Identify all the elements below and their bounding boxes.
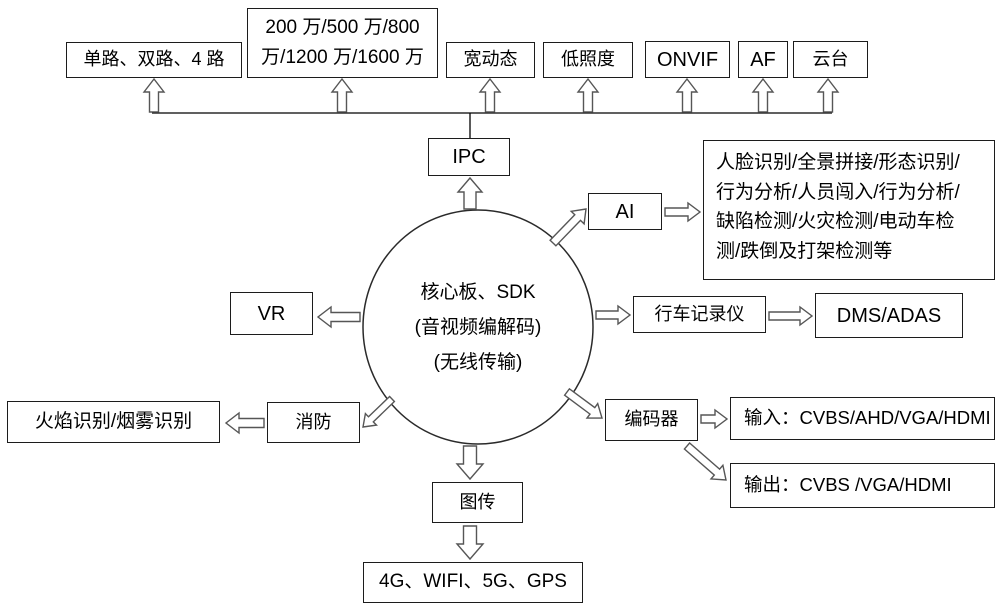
- arrow-core-to-transmission: [455, 445, 485, 481]
- node-vr: VR: [230, 292, 313, 335]
- node-encoder-input-label: 输入：CVBS/AHD/VGA/HDMI: [744, 407, 991, 429]
- node-encoder-output-label: 输出：CVBS /VGA/HDMI: [744, 474, 952, 496]
- node-ipc-label: IPC: [452, 146, 486, 168]
- arrow-bus-to-onvif: [675, 77, 699, 113]
- node-onvif-label: ONVIF: [656, 48, 719, 71]
- arrow-bus-to-channels: [142, 77, 166, 113]
- core-line2: (音视频编解码): [414, 316, 542, 338]
- core-circle: [362, 209, 594, 445]
- node-channels: 单路、双路、4 路: [66, 42, 242, 78]
- node-lowlight: 低照度: [543, 42, 633, 78]
- node-ai: AI: [588, 193, 662, 230]
- node-flame-smoke: 火焰识别/烟雾识别: [7, 401, 220, 443]
- arrow-encoder-to-input: [700, 408, 729, 430]
- node-encoder-label: 编码器: [624, 409, 679, 430]
- node-ai-detail-line3: 缺陷检测/火灾检测/电动车检: [716, 211, 955, 232]
- node-ai-detail: 人脸识别/全景拼接/形态识别/ 行为分析/人员闯入/行为分析/ 缺陷检测/火灾检…: [703, 140, 995, 280]
- arrow-bus-to-lowlight: [576, 77, 600, 113]
- arrow-bus-to-ptz: [816, 77, 840, 113]
- node-af-label: AF: [750, 48, 776, 71]
- node-transmission-label: 图传: [459, 491, 496, 512]
- node-wdr: 宽动态: [446, 42, 535, 78]
- node-connectivity-label: 4G、WIFI、5G、GPS: [379, 571, 567, 593]
- arrow-core-to-vr: [316, 305, 361, 329]
- arrow-encoder-to-output: [683, 442, 727, 481]
- arrow-transmission-to-conn: [455, 525, 485, 561]
- node-af: AF: [738, 41, 788, 78]
- node-ptz: 云台: [793, 41, 868, 78]
- arrow-core-to-ai: [549, 208, 587, 247]
- node-ipc: IPC: [428, 138, 510, 176]
- node-ai-detail-line2: 行为分析/人员闯入/行为分析/: [716, 181, 960, 203]
- node-ai-label: AI: [615, 200, 635, 223]
- node-connectivity: 4G、WIFI、5G、GPS: [363, 562, 583, 603]
- arrow-bus-to-megapixels: [330, 77, 354, 113]
- node-onvif: ONVIF: [645, 41, 730, 78]
- node-fire: 消防: [267, 402, 360, 443]
- arrow-core-to-encoder: [563, 387, 603, 419]
- node-megapixels: 200 万/500 万/800 万/1200 万/1600 万: [247, 8, 438, 78]
- arrow-fire-to-flame: [224, 411, 265, 435]
- node-ai-detail-line4: 测/跌倒及打架检测等: [716, 240, 893, 262]
- arrow-ai-to-detail: [664, 201, 702, 223]
- node-transmission: 图传: [432, 482, 523, 523]
- arrow-bus-to-wdr: [478, 77, 502, 113]
- arrow-bus-to-af: [751, 77, 775, 113]
- node-ai-detail-line1: 人脸识别/全景拼接/形态识别/: [716, 152, 960, 173]
- arrow-dashcam-to-dms: [768, 305, 814, 327]
- node-lowlight-label: 低照度: [561, 49, 615, 70]
- core-line1: 核心板、SDK: [420, 281, 536, 303]
- node-dashcam: 行车记录仪: [633, 296, 766, 333]
- node-encoder-output: 输出：CVBS /VGA/HDMI: [730, 463, 995, 508]
- node-encoder-input: 输入：CVBS/AHD/VGA/HDMI: [730, 397, 995, 440]
- arrow-core-to-ipc: [456, 176, 484, 210]
- core-line3: (无线传输): [433, 351, 523, 373]
- node-ptz-label: 云台: [812, 48, 849, 69]
- node-encoder: 编码器: [605, 399, 698, 441]
- node-vr-label: VR: [257, 302, 286, 325]
- node-megapixels-line1: 200 万/500 万/800: [265, 17, 420, 38]
- node-wdr-label: 宽动态: [463, 49, 518, 70]
- arrow-core-to-dashcam: [595, 304, 632, 326]
- node-dashcam-label: 行车记录仪: [654, 303, 745, 324]
- core-circle-label: 核心板、SDK (音视频编解码) (无线传输): [363, 212, 593, 442]
- node-fire-label: 消防: [295, 411, 332, 432]
- node-dms-adas: DMS/ADAS: [815, 293, 963, 338]
- node-channels-label: 单路、双路、4 路: [83, 49, 225, 70]
- node-dms-adas-label: DMS/ADAS: [836, 304, 942, 327]
- arrow-core-to-fire: [362, 395, 396, 428]
- node-flame-smoke-label: 火焰识别/烟雾识别: [34, 410, 193, 432]
- node-megapixels-line2: 万/1200 万/1600 万: [261, 47, 424, 68]
